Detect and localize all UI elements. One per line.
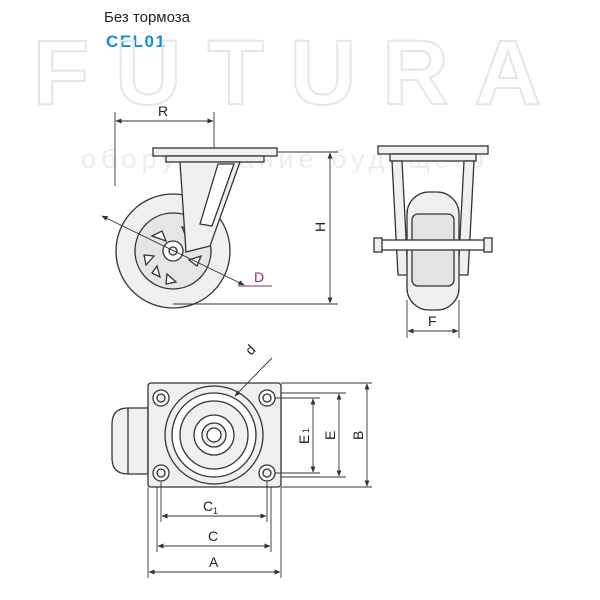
- dim-label-a: A: [209, 554, 219, 570]
- dim-label-r: R: [158, 103, 168, 119]
- dim-label-c: C: [208, 528, 218, 544]
- dim-label-d: D: [254, 269, 264, 285]
- watermark-brand: FUTURA: [33, 22, 567, 124]
- front-top-plate: [377, 145, 489, 155]
- dim-label-e: E: [322, 431, 338, 440]
- model-code: CEL01: [106, 32, 167, 51]
- top-bolt-holes: [152, 389, 276, 482]
- front-axle-nut-left: [373, 237, 383, 253]
- dim-label-c1-sub: 1: [213, 506, 218, 516]
- side-top-plate: [152, 147, 278, 157]
- front-fork-right: [457, 160, 475, 276]
- dim-label-small-d: d: [242, 341, 259, 358]
- front-dimensions: [406, 300, 460, 338]
- top-wheel-edge: [111, 407, 149, 475]
- front-fork-left: [391, 160, 409, 276]
- dim-label-f: F: [428, 313, 437, 329]
- dim-label-b: B: [350, 431, 366, 440]
- dim-label-h: H: [312, 222, 328, 232]
- front-axle: [379, 239, 487, 251]
- watermark: FUTURA оборудование будущего: [32, 21, 567, 174]
- drawing-subtitle: Без тормоза: [104, 9, 190, 26]
- top-dimensions: [147, 357, 372, 578]
- dim-label-e1-sub: 1: [301, 428, 311, 433]
- dim-label-c1: C: [203, 498, 213, 514]
- dim-label-e1: E: [296, 435, 312, 444]
- top-view: [111, 382, 282, 488]
- front-view: [373, 145, 493, 311]
- side-bearing-ring: [165, 155, 265, 163]
- front-axle-nut-right: [483, 237, 493, 253]
- side-dimensions: [101, 112, 338, 305]
- front-bearing-ring: [389, 153, 477, 162]
